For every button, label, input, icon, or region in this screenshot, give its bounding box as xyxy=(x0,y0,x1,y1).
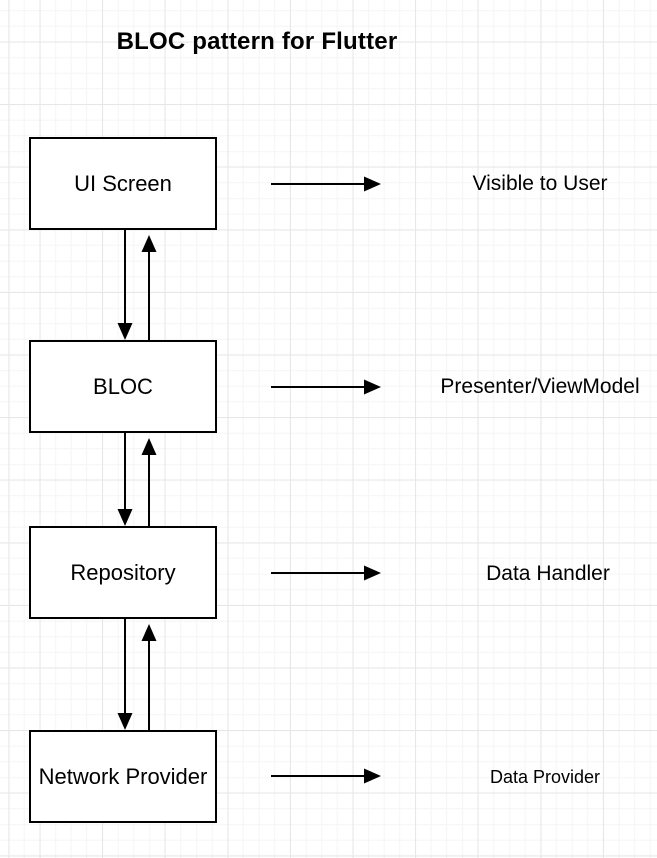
node-ui-screen-label: UI Screen xyxy=(74,170,172,196)
annotation-data-provider: Data Provider xyxy=(489,767,601,787)
arrowhead-right-icon xyxy=(364,768,381,784)
node-repository: Repository xyxy=(29,526,217,619)
arrowhead-right-icon xyxy=(364,379,381,395)
diagram-title: BLOC pattern for Flutter xyxy=(116,28,398,55)
annotation-visible-to-user: Visible to User xyxy=(472,172,608,195)
annotation-presenter-viewmodel: Presenter/ViewModel xyxy=(440,375,640,398)
arrowhead-up-icon xyxy=(141,438,157,455)
arrowhead-down-icon xyxy=(117,509,133,526)
node-bloc-label: BLOC xyxy=(93,373,153,399)
arrowhead-up-icon xyxy=(141,235,157,252)
annotation-data-handler: Data Handler xyxy=(486,562,610,585)
arrowhead-right-icon xyxy=(364,176,381,192)
node-repository-label: Repository xyxy=(70,559,176,585)
arrow-repository-to-annotation xyxy=(271,565,381,581)
bidirectional-arrows-ui-screen-bloc xyxy=(117,230,157,340)
node-bloc: BLOC xyxy=(29,340,217,433)
arrowhead-right-icon xyxy=(364,565,381,581)
node-network-provider-label: Network Provider xyxy=(38,763,208,789)
bidirectional-arrows-repository-network-provider xyxy=(117,619,157,730)
arrowhead-up-icon xyxy=(141,624,157,641)
arrow-ui-screen-to-annotation xyxy=(271,176,381,192)
arrowhead-down-icon xyxy=(117,323,133,340)
arrow-network-provider-to-annotation xyxy=(271,768,381,784)
node-network-provider: Network Provider xyxy=(29,730,217,823)
bidirectional-arrows-bloc-repository xyxy=(117,433,157,526)
arrow-bloc-to-annotation xyxy=(271,379,381,395)
arrowhead-down-icon xyxy=(117,713,133,730)
node-ui-screen: UI Screen xyxy=(29,137,217,230)
